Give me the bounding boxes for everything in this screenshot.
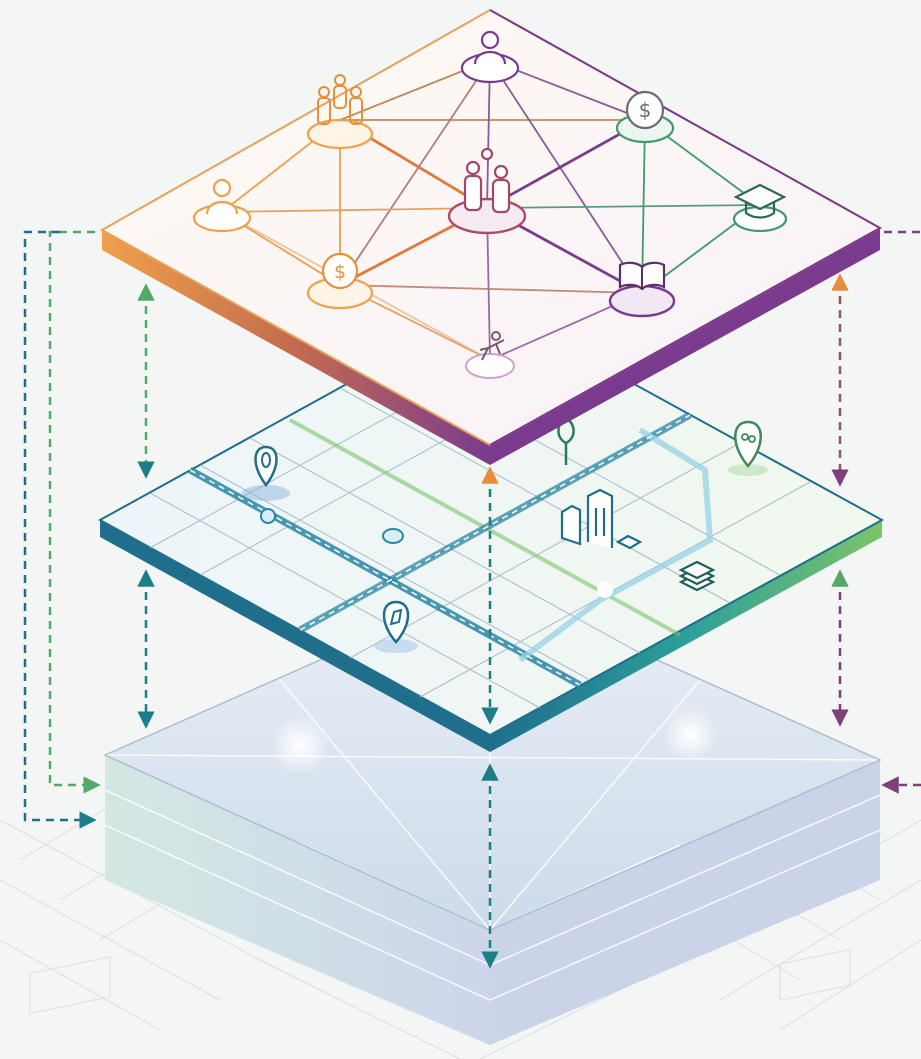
- map-left-edge: [100, 520, 490, 752]
- person-icon: [192, 178, 252, 233]
- network-right-edge: [490, 228, 880, 465]
- location-pin-icon: [728, 420, 768, 476]
- layer-connections: [23, 230, 921, 969]
- location-pin-icon: [242, 445, 290, 501]
- dollar-glyph: $: [334, 261, 346, 283]
- glow-right: [662, 707, 718, 763]
- map-node-1: [260, 508, 276, 524]
- map-node-2: [382, 528, 404, 544]
- road-dash-1: [189, 469, 581, 686]
- dollar-icon: $: [615, 90, 675, 144]
- base-left-face: [105, 755, 490, 1045]
- layers-icon: [678, 560, 716, 592]
- glow-left: [270, 715, 330, 775]
- arrow-loop-top-to-base: [48, 230, 101, 794]
- road-curve: [518, 427, 714, 663]
- network-left-edge: [102, 230, 490, 465]
- group-icon: [306, 74, 374, 150]
- graduation-cap-icon: [732, 183, 788, 233]
- person-icon: [460, 30, 520, 84]
- physical-base-layer: [103, 584, 882, 1045]
- dollar-glyph: $: [639, 98, 652, 122]
- park-pin-icon: [374, 600, 418, 653]
- base-right-face: [490, 760, 880, 1045]
- map-glow-node: [597, 582, 613, 598]
- runner-icon: [465, 331, 515, 379]
- social-network-layer: $ $: [99, 8, 883, 465]
- map-right-edge: [490, 520, 882, 752]
- dollar-icon: $: [306, 252, 374, 310]
- building-icon: [560, 488, 643, 550]
- arrow-loop-outer: [23, 230, 97, 829]
- group-icon: [447, 147, 527, 235]
- book-icon: [608, 261, 676, 318]
